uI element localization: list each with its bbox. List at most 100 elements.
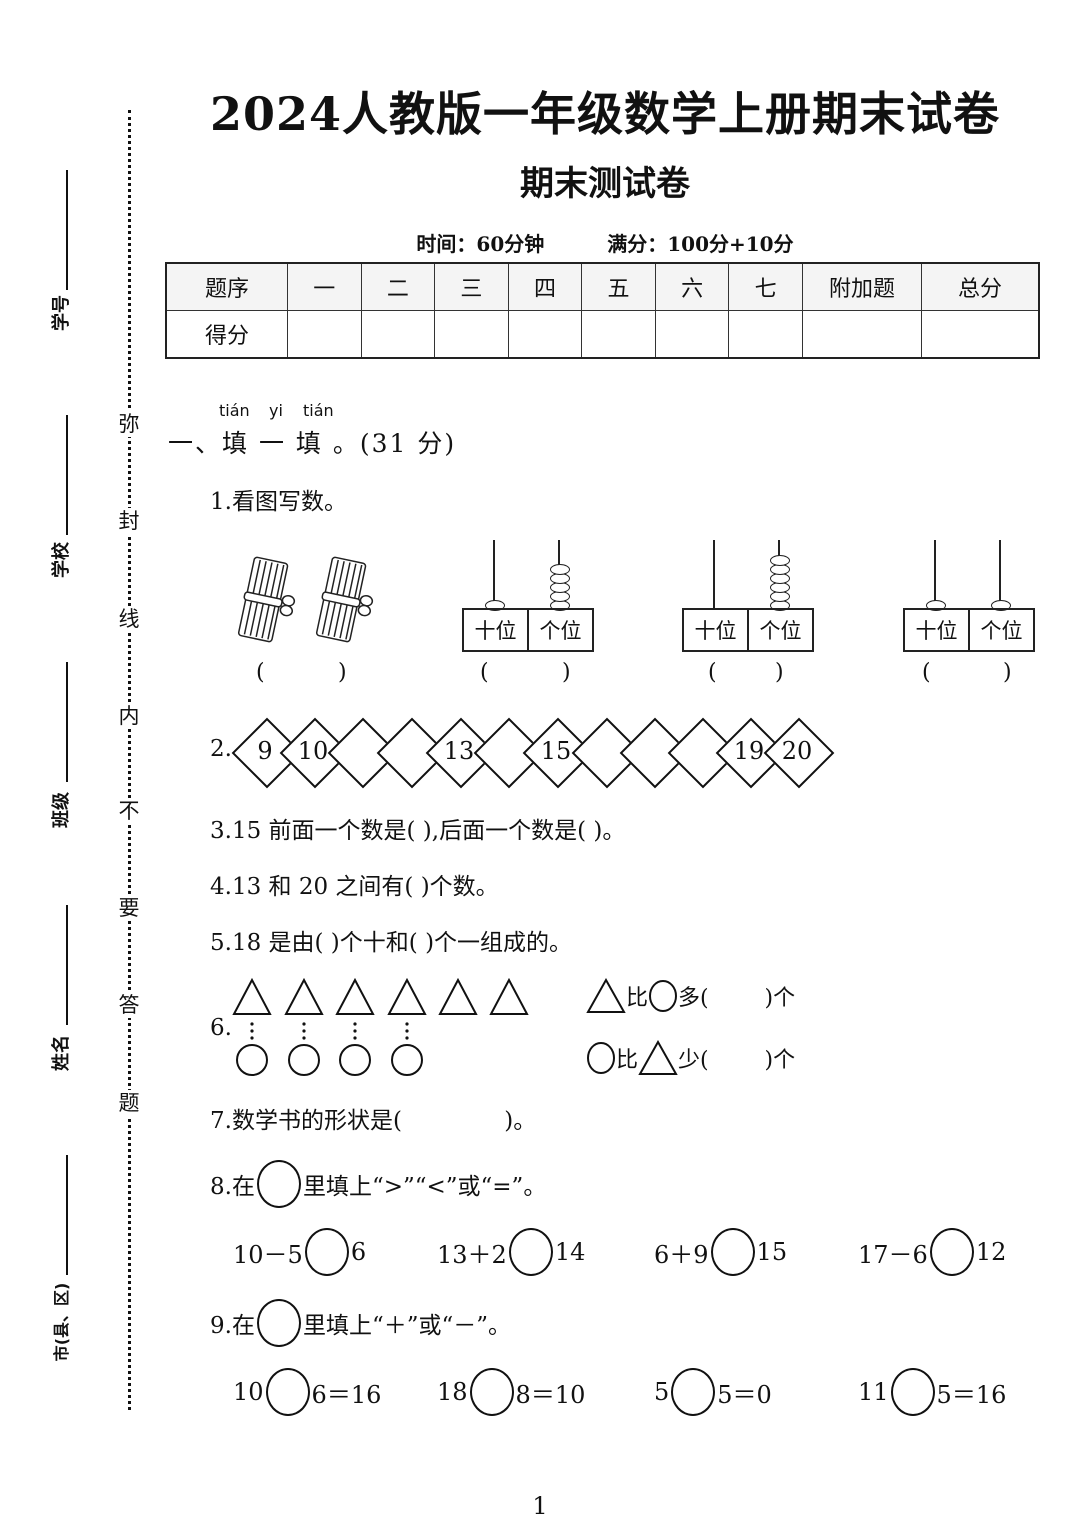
score-table: 题序 一 二 三 四 五 六 七 附加题 总分 得分 (165, 262, 1040, 359)
seal-cut-line (128, 110, 131, 1410)
triangle-icon (387, 978, 427, 1015)
question-1: 1.看图写数。 (210, 489, 347, 515)
question-5: 5.18 是由( )个十和( )个一组成的。 (210, 930, 573, 956)
circle-icon (391, 1044, 423, 1076)
page-subtitle: 期末测试卷 (520, 164, 690, 204)
seal-char: 要 (116, 895, 142, 921)
score-header-cell: 六 (654, 262, 730, 311)
score-header-cell: 总分 (921, 262, 1040, 311)
score-cell[interactable] (728, 310, 803, 359)
score-cell[interactable] (507, 310, 583, 359)
score-cell[interactable] (360, 310, 436, 359)
abacus-2: 十位个位 (682, 540, 814, 652)
ones-label: 个位 (759, 619, 802, 643)
question-2-label: 2. (210, 736, 232, 762)
student-id-blank[interactable] (66, 170, 68, 290)
answer-paren-close: ) (1003, 660, 1012, 685)
triangle-icon (438, 978, 478, 1015)
answer-blank-2[interactable] (492, 662, 558, 690)
operator-circle-input[interactable] (469, 1368, 514, 1416)
pinyin: tián (303, 401, 334, 420)
compare-circle-input[interactable] (508, 1228, 553, 1276)
question-9: 9.在里填上“＋”或“－”。 (210, 1299, 511, 1347)
sequence-cell[interactable]: 19 (715, 717, 787, 789)
district-label: 市(县、区) (52, 1282, 71, 1362)
score-cell[interactable] (434, 310, 509, 359)
answer-paren-open: ( (256, 660, 265, 685)
sequence-cell[interactable]: 13 (425, 717, 497, 789)
score-header-cell: 一 (287, 262, 362, 311)
sequence-cell[interactable]: 10 (279, 717, 351, 789)
student-id-label: 学号 (51, 295, 72, 331)
answer-blank-3[interactable] (720, 662, 772, 690)
operator-circle-input[interactable] (890, 1368, 935, 1416)
page-title: 2024人教版一年级数学上册期末试卷 (209, 87, 1001, 141)
school-blank[interactable] (66, 415, 68, 535)
score-cell[interactable] (921, 310, 1040, 359)
seal-char: 线 (116, 606, 142, 632)
compare-circle-input[interactable] (929, 1228, 974, 1276)
score-cell[interactable] (287, 310, 362, 359)
circle-icon (288, 1044, 320, 1076)
shape-comparison-figure (232, 978, 529, 1076)
sequence-cell[interactable]: 20 (763, 717, 835, 789)
exam-time: 时间：60分钟 (416, 232, 545, 256)
sequence-cell[interactable]: 9 (231, 717, 303, 789)
circle-icon (649, 980, 678, 1012)
compare-circle-input[interactable] (304, 1228, 349, 1276)
bead-icon (926, 600, 946, 611)
score-table-header-row: 题序 一 二 三 四 五 六 七 附加题 总分 (165, 262, 1040, 311)
operator-circle-input[interactable] (265, 1368, 310, 1416)
answer-paren-close: ) (338, 660, 347, 685)
circle-icon (236, 1044, 268, 1076)
score-cell[interactable] (654, 310, 730, 359)
triangle-icon (335, 978, 375, 1015)
answer-blank-4[interactable] (934, 662, 1000, 690)
score-cell[interactable] (581, 310, 656, 359)
abacus-3: 十位个位 (903, 540, 1035, 652)
score-header-cell: 二 (360, 262, 436, 311)
name-blank[interactable] (66, 905, 68, 1025)
circle-icon (256, 1160, 301, 1208)
answer-paren-open: ( (922, 660, 931, 685)
score-header-cell: 题序 (165, 262, 288, 311)
bead-icon (550, 564, 570, 575)
bead-icon (991, 600, 1011, 611)
triangle-icon (638, 1040, 678, 1075)
answer-blank-1[interactable] (268, 662, 334, 690)
triangle-icon (489, 978, 529, 1015)
district-blank[interactable] (66, 1155, 68, 1275)
exam-full-score: 满分：100分+10分 (607, 232, 794, 256)
compare-circle-input[interactable] (710, 1228, 755, 1276)
score-table-score-row: 得分 (165, 310, 1040, 359)
tens-label: 十位 (905, 610, 970, 650)
score-cell[interactable] (802, 310, 922, 359)
answer-paren-open: ( (708, 660, 717, 685)
class-blank[interactable] (66, 662, 68, 782)
question-7: 7.数学书的形状是( )。 (210, 1108, 537, 1134)
answer-paren-open: ( (480, 660, 489, 685)
triangle-icon (232, 978, 272, 1015)
question-3: 3.15 前面一个数是( ),后面一个数是( )。 (210, 818, 626, 844)
name-label: 姓名 (51, 1035, 72, 1071)
operator-circle-input[interactable] (671, 1368, 716, 1416)
stick-bundle-icon (315, 556, 374, 643)
stick-bundle-icon (237, 556, 296, 643)
tens-label: 十位 (684, 610, 749, 650)
tens-label: 十位 (464, 610, 529, 650)
seal-char: 答 (116, 992, 142, 1018)
seal-char: 题 (116, 1090, 142, 1116)
score-row-label: 得分 (165, 310, 288, 359)
ones-label: 个位 (539, 619, 582, 643)
question-6-label: 6. (210, 1015, 232, 1041)
question-8: 8.在里填上“>”“<”或“=”。 (210, 1160, 546, 1208)
stick-bundles-image (237, 556, 374, 643)
sequence-cell[interactable]: 15 (522, 717, 594, 789)
